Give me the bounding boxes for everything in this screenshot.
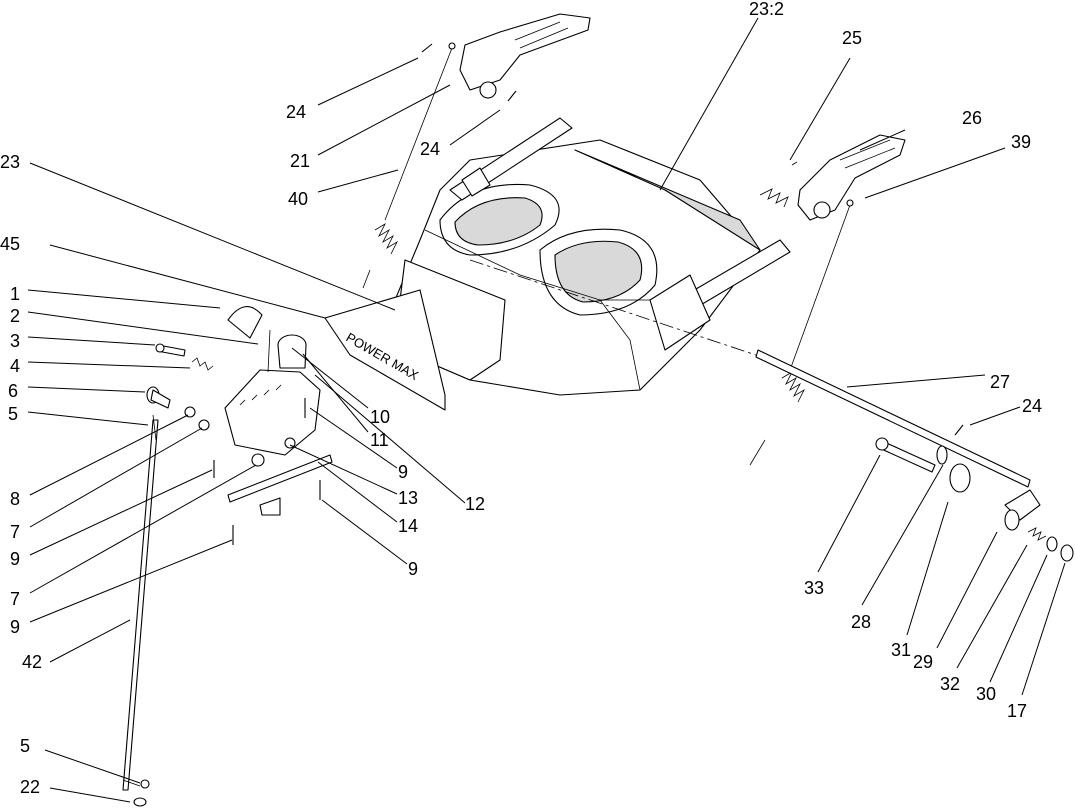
callout-29: 29 [913,652,933,672]
callout-28: 28 [851,612,871,632]
speed-rod [122,414,159,807]
callout-24: 24 [420,139,440,159]
cross-shaft [469,259,1031,488]
callout-25: 25 [842,28,862,48]
callout-33: 33 [804,578,824,598]
callout-23: 23 [0,152,20,172]
callout-42: 42 [22,652,42,672]
spring-25 [759,161,798,208]
callout-2: 2 [10,306,20,326]
callout-40: 40 [288,189,308,209]
callout-39: 39 [1011,132,1031,152]
callout-13: 13 [398,488,418,508]
callout-3: 3 [10,331,20,351]
callout-labels: 23:2 25 24 26 39 21 24 23 40 45 1 2 3 4 … [0,0,1042,797]
callout-9: 9 [10,617,20,637]
control-rod-left [362,42,456,289]
callout-9: 9 [10,549,20,569]
control-rod-right [749,199,854,466]
callout-6: 6 [8,381,18,401]
power-max-decal: POWER MAX [324,289,446,411]
callout-4: 4 [10,356,20,376]
callout-11: 11 [370,430,389,450]
callout-30: 30 [976,684,996,704]
callout-7: 7 [10,589,20,609]
callout-26: 26 [962,108,982,128]
callout-10: 10 [370,407,390,427]
callout-7: 7 [10,522,20,542]
left-handle-rail [449,117,573,201]
callout-9: 9 [408,559,418,579]
pins-top [421,43,964,436]
right-grip-handle [797,134,906,221]
callout-5: 5 [8,404,18,424]
callout-9: 9 [398,462,408,482]
callout-24: 24 [286,102,306,122]
callout-17: 17 [1007,701,1027,721]
callout-5: 5 [20,736,30,756]
right-handle-rail [649,239,791,351]
callout-12: 12 [465,494,485,514]
callout-1: 1 [10,284,20,304]
control-panel-housing [394,139,761,396]
speed-control-bracket [146,306,333,545]
callout-32: 32 [940,674,960,694]
shaft-hardware [875,437,1074,562]
callout-22: 22 [20,777,40,797]
callout-23-2: 23:2 [749,0,784,19]
callout-31: 31 [891,640,911,660]
callout-8: 8 [10,489,20,509]
left-grip-handle [459,13,591,99]
callout-24: 24 [1022,396,1042,416]
callout-27: 27 [990,372,1010,392]
callout-14: 14 [398,516,418,536]
callout-45: 45 [0,234,20,254]
leader-lines [27,17,1066,803]
callout-21: 21 [290,151,310,171]
